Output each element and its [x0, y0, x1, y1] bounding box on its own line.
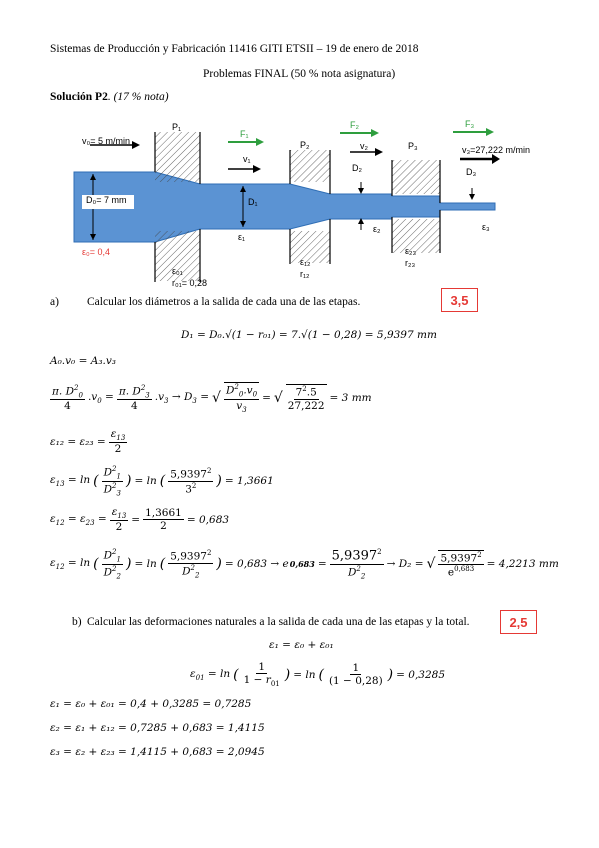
label-d3: D₃	[466, 167, 477, 177]
solution-label: Solución P2	[50, 91, 108, 103]
label-eps3: ε₃	[482, 222, 490, 232]
billet-shape	[73, 171, 496, 243]
label-f3: F₃	[465, 119, 475, 129]
die-3-top	[392, 160, 440, 194]
eq-eps01-result: = 0,3285	[396, 668, 446, 681]
eq-d2-exponent: 0,683	[289, 559, 315, 570]
header-course: Sistemas de Producción y Fabricación 114…	[50, 43, 419, 55]
part-b-label: b)	[72, 616, 82, 628]
label-v3: v₃=27,222 m/min	[462, 145, 530, 155]
eq-d2-part1: = 0,683 → e	[224, 558, 289, 571]
label-eps0-text: ε₀= 0,4	[82, 247, 111, 257]
label-v0: v₀= 5 m/min	[82, 136, 130, 146]
part-b-question: Calcular las deformaciones naturales a l…	[87, 616, 470, 628]
label-p2: P₂	[300, 140, 310, 150]
label-r01: r₀₁= 0,28	[172, 278, 208, 288]
solution-heading: Solución P2. (17 % nota)	[50, 91, 169, 103]
label-p3: P₃	[408, 141, 418, 151]
label-d1: D₁	[248, 197, 258, 207]
label-r12: r₁₂	[300, 269, 310, 279]
label-eps12: ε₁₂	[300, 257, 311, 267]
part-a-question: Calcular los diámetros a la salida de ca…	[87, 296, 361, 308]
die-2-top	[290, 150, 330, 182]
extrusion-diagram	[73, 128, 500, 282]
label-eps0: ε₀= 0,4	[82, 247, 110, 257]
eq-eps12-lhs: ε₁₂ = ε₂₃ =	[50, 435, 106, 448]
part-a-label: a)	[50, 296, 59, 308]
d0-label-box	[82, 195, 134, 209]
die-3-bottom	[392, 219, 440, 253]
part-b-score: 2,5	[500, 610, 537, 634]
eq-continuity: A₀.v₀ = A₃.v₃	[50, 355, 117, 367]
label-f2: F₂	[350, 120, 359, 130]
label-eps23: ε₂₃	[405, 246, 417, 256]
die-1-top	[155, 132, 200, 182]
die-2-bottom	[290, 231, 330, 263]
eq-d2-part2: → D₂ =	[386, 558, 424, 571]
label-v1: v₁	[243, 154, 251, 164]
eq-eps1-def: ε₁ = ε₀ + ε₀₁	[269, 639, 334, 651]
label-d2: D₂	[352, 163, 362, 173]
label-r23: r₂₃	[405, 258, 416, 268]
label-v2: v₂	[360, 141, 368, 151]
label-d0: D₀= 7 mm	[86, 195, 127, 205]
label-p1: P₁	[172, 122, 182, 132]
eq-eps13-result: = 1,3661	[224, 475, 274, 488]
solution-weight: . (17 % nota)	[107, 91, 169, 103]
eq-eps3: ε₃ = ε₂ + ε₂₃ = 1,4115 + 0,683 = 2,0945	[50, 746, 265, 758]
die-1-bottom	[155, 231, 200, 281]
eq-d1: D₁ = D₀.√(1 − r₀₁) = 7.√(1 − 0,28) = 5,9…	[181, 329, 437, 341]
eq-d2-result: = 4,2213 mm	[486, 558, 559, 571]
eq-d3-result: = 3 mm	[329, 391, 372, 404]
header-exam: Problemas FINAL (50 % nota asignatura)	[203, 68, 396, 80]
eq-eps2: ε₂ = ε₁ + ε₁₂ = 0,7285 + 0,683 = 1,4115	[50, 722, 265, 734]
part-a-score: 3,5	[441, 288, 478, 312]
label-eps2: ε₂	[373, 224, 381, 234]
label-eps01: ε₀₁	[172, 266, 183, 276]
eq-eps1: ε₁ = ε₀ + ε₀₁ = 0,4 + 0,3285 = 0,7285	[50, 698, 252, 710]
eq-eps12-result: = 0,683	[186, 513, 230, 526]
label-f1: F₁	[240, 129, 249, 139]
label-eps1: ε₁	[238, 232, 246, 242]
